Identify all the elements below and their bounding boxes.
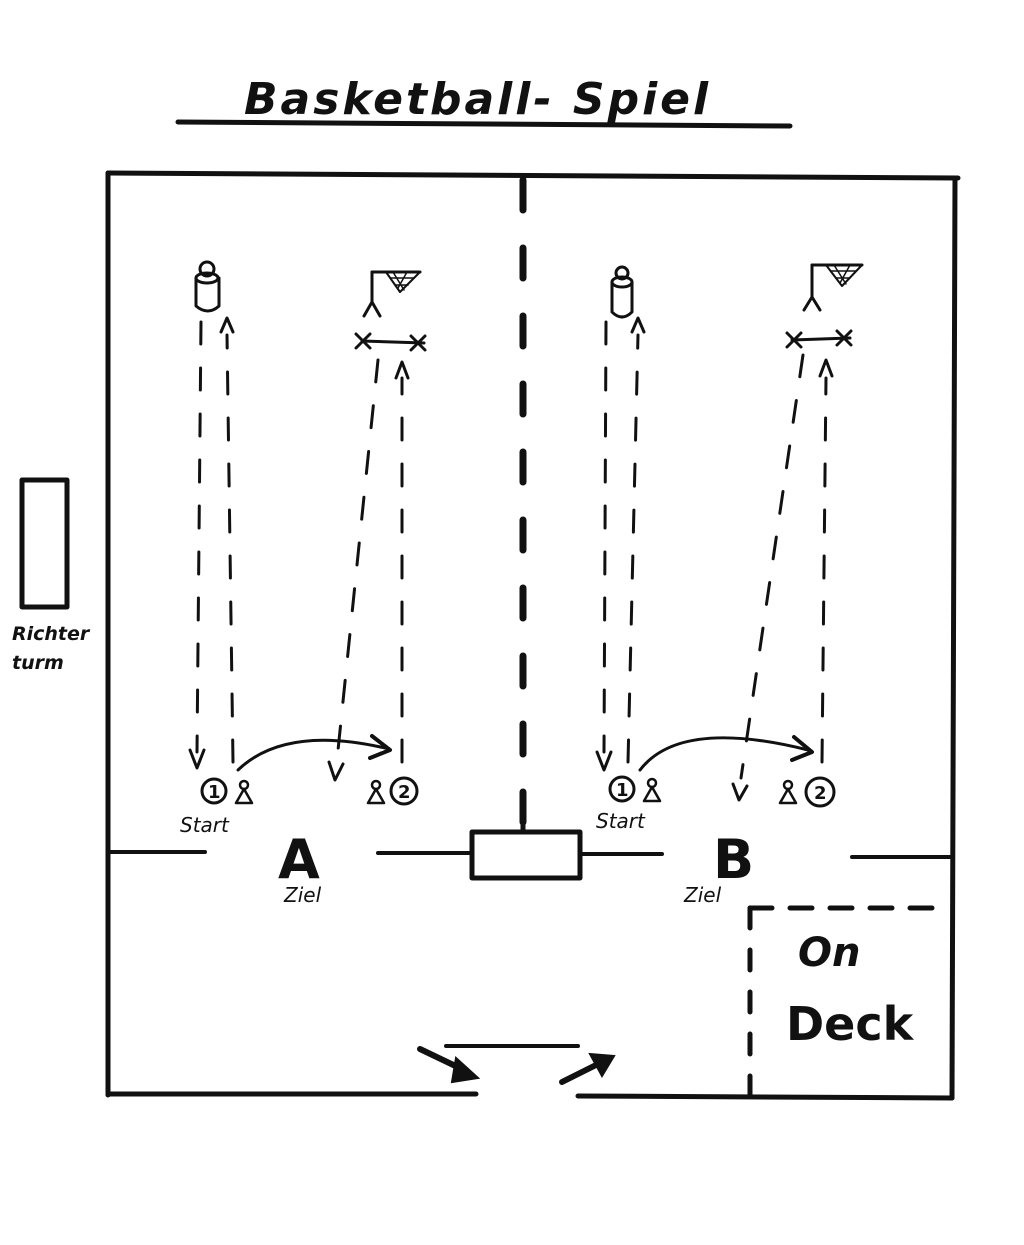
- on-deck-label-1: On: [798, 930, 860, 976]
- player-figure-icon: [642, 777, 662, 803]
- arrow-down-icon: [188, 748, 206, 770]
- path-down-1: [195, 320, 203, 754]
- arrow-right-icon: [790, 735, 814, 762]
- svg-text:1: 1: [616, 780, 629, 801]
- judge-tower-label-1: Richter: [12, 623, 91, 645]
- arrow-up-icon: [630, 316, 646, 334]
- title-underline: [175, 119, 793, 129]
- judge-tower-label-2: turm: [12, 652, 64, 674]
- basket-hoop-icon: [802, 263, 864, 312]
- arrow-down-icon: [327, 760, 345, 782]
- goal-label: Ziel: [683, 883, 722, 907]
- path-up-2: [820, 376, 828, 764]
- start-label: Start: [596, 809, 646, 833]
- throw-line: [354, 332, 427, 352]
- path-down-2: [335, 358, 380, 762]
- player-figure-icon: [778, 779, 798, 805]
- goal-label: Ziel: [283, 883, 322, 907]
- bin-icon: [610, 265, 634, 319]
- player-1-marker: 1: [200, 777, 228, 805]
- arrow-in-icon: [450, 1056, 481, 1084]
- on-deck-label-2: Deck: [786, 997, 915, 1051]
- pass-arc: [236, 738, 387, 772]
- basket-hoop-icon: [362, 270, 422, 318]
- entrance: [417, 1044, 616, 1085]
- station-letter: B: [713, 828, 754, 891]
- on-deck-zone: [747, 905, 951, 1097]
- hall-outline: [105, 170, 961, 1101]
- player-1-marker: 1: [608, 775, 636, 803]
- player-figure-icon: [234, 779, 254, 805]
- throw-line: [785, 329, 853, 349]
- arrow-up-icon: [818, 358, 834, 378]
- path-up-1: [225, 333, 235, 764]
- arrow-down-icon: [731, 782, 749, 802]
- start-label: Start: [180, 813, 230, 837]
- bench: [469, 817, 583, 881]
- path-up-1: [626, 333, 640, 764]
- bin-icon: [194, 260, 221, 313]
- player-2-marker: 2: [389, 776, 419, 806]
- path-down-1: [602, 320, 608, 754]
- path-down-2: [739, 353, 805, 780]
- arrow-out-icon: [588, 1052, 616, 1079]
- goal-line: [106, 850, 954, 859]
- diagram-title: Basketball- Spiel: [244, 74, 711, 125]
- arrow-down-icon: [595, 750, 613, 772]
- svg-text:2: 2: [398, 782, 411, 803]
- player-2-marker: 2: [804, 776, 836, 808]
- arrow-up-icon: [219, 316, 235, 334]
- svg-text:1: 1: [208, 782, 221, 803]
- player-figure-icon: [366, 779, 386, 805]
- station-letter: A: [278, 828, 320, 891]
- station-a: 1 2 Start A Ziel: [180, 260, 427, 907]
- judge-tower: [19, 477, 70, 610]
- arrow-up-icon: [394, 360, 410, 380]
- svg-text:2: 2: [814, 783, 827, 804]
- arrow-right-icon: [368, 734, 392, 760]
- pass-arc: [638, 736, 810, 772]
- station-b: 1 2 Start B Ziel: [595, 263, 864, 907]
